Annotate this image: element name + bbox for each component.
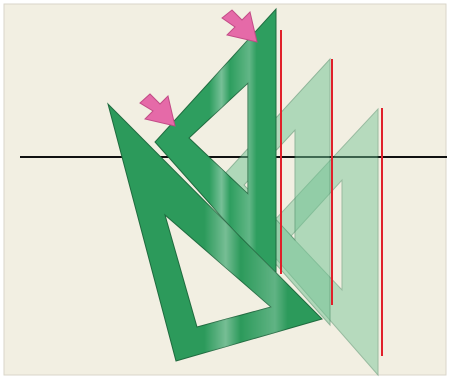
set-square-diagram <box>0 0 450 379</box>
